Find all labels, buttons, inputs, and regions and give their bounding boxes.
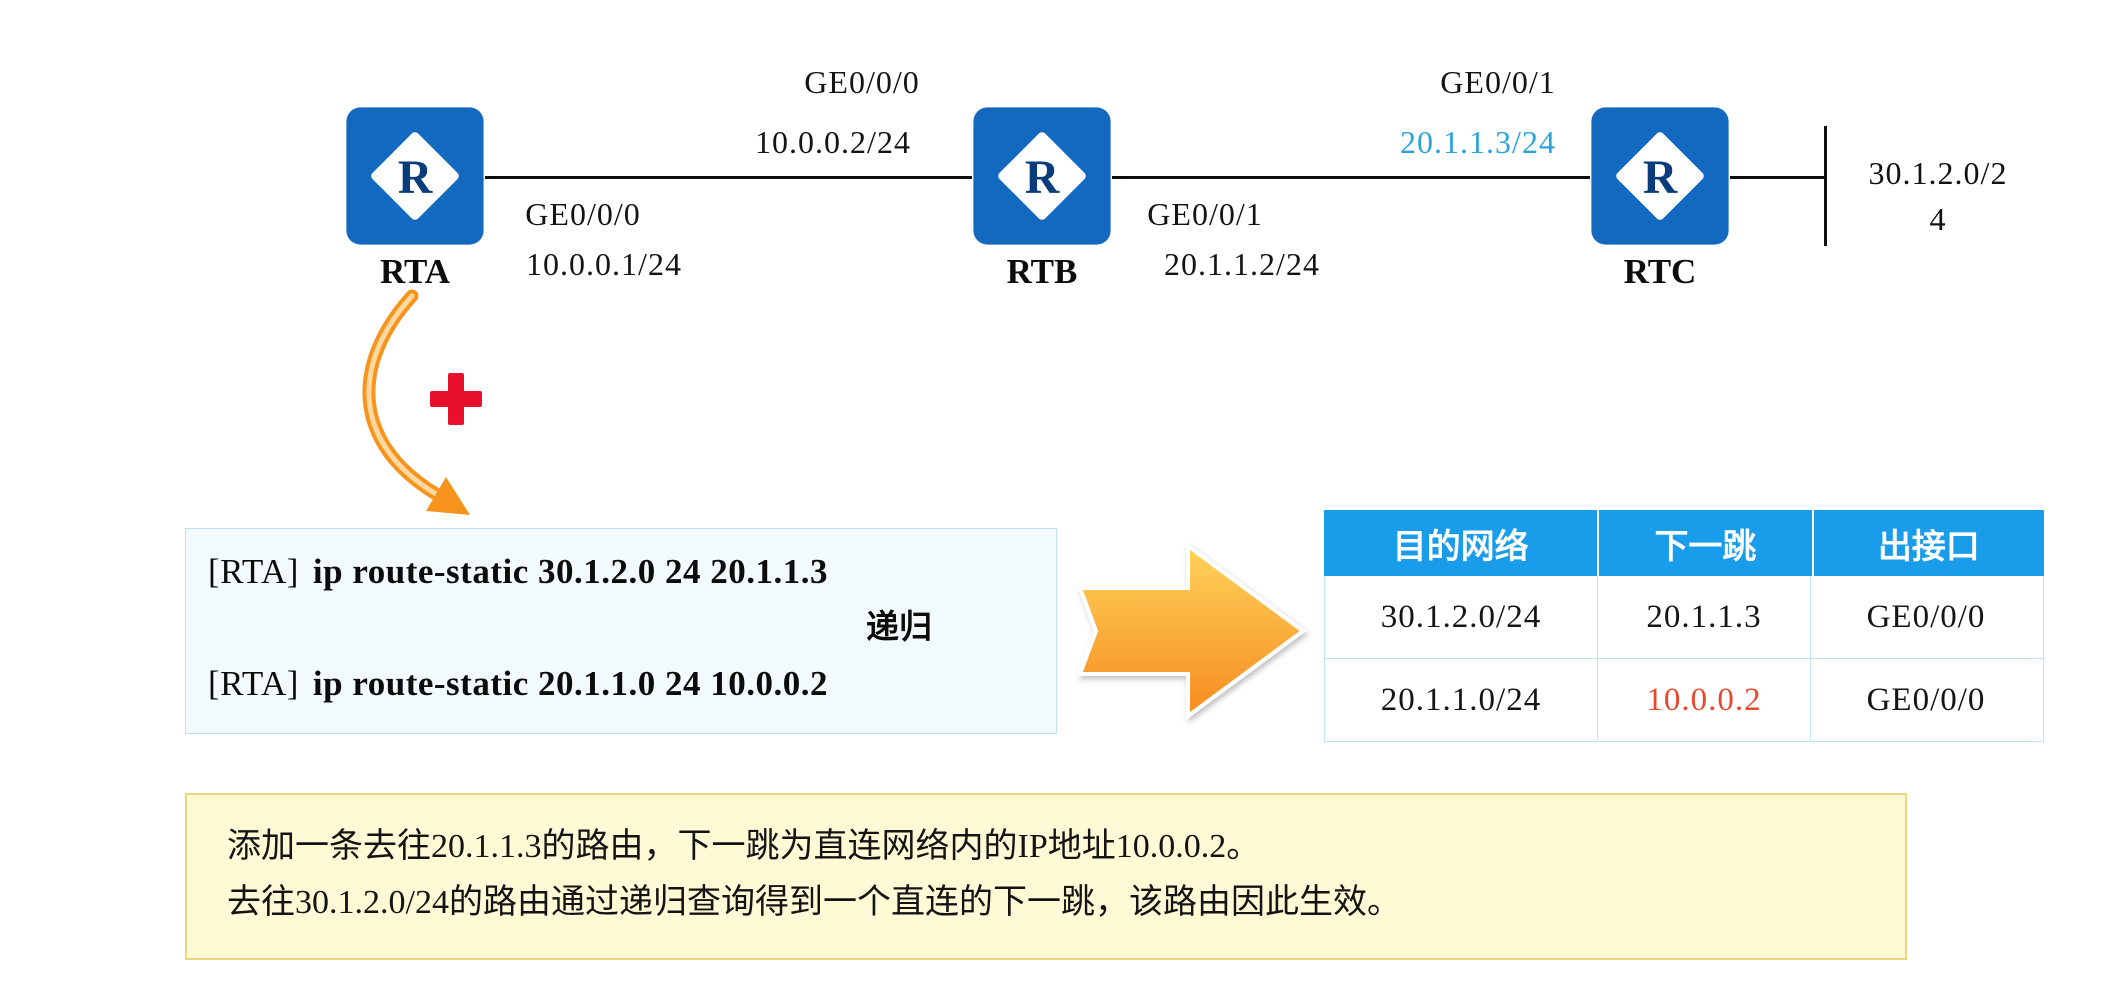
note-box: 添加一条去往20.1.1.3的路由，下一跳为直连网络内的IP地址10.0.0.2… [185,793,1907,960]
router-label-rtc: RTC [1623,252,1697,291]
cell-out-interface: GE0/0/0 [1810,659,2041,741]
cli-line-2: [RTA] ip route-static 20.1.1.0 24 10.0.0.… [208,664,828,704]
router-icon-diamond [998,132,1086,220]
cli-box [185,528,1057,734]
cli-prompt-1: [RTA] [208,552,299,591]
cell-out-interface: GE0/0/0 [1810,576,2041,658]
header-out-interface: 出接口 [1811,510,2044,576]
router-icon: R [1591,107,1729,245]
router-icon-rta: R [345,106,485,246]
stub-network-line2: 4 [1929,201,1947,237]
cli-prompt-2: [RTA] [208,664,299,703]
plus-icon [430,373,482,425]
router-icon-rtc: R [1590,106,1730,246]
routing-table-header: 目的网络 下一跳 出接口 [1324,510,2044,576]
router-icon-rtb: R [972,106,1112,246]
routing-table: 目的网络 下一跳 出接口 30.1.2.0/24 20.1.1.3 GE0/0/… [1324,510,2044,742]
router-icon-letter: R [1643,152,1678,204]
cell-destination: 30.1.2.0/24 [1380,598,1542,635]
interface-label-rta: GE0/0/0 [525,196,641,232]
interface-label-rtb-right: GE0/0/1 [1147,196,1263,232]
table-row: 30.1.2.0/24 20.1.1.3 GE0/0/0 [1325,576,2043,658]
router-label-rta: RTA [379,252,451,291]
router-icon-letter: R [1025,152,1060,204]
recursion-label: 递归 [866,610,932,646]
note-line-1: 添加一条去往20.1.1.3的路由，下一跳为直连网络内的IP地址10.0.0.2… [227,828,1261,865]
router-icon: R [346,107,484,245]
header-next-hop: 下一跳 [1597,510,1811,576]
stub-network-label: 30.1.2.0/2 4 [1838,150,2038,242]
ip-label-rta: 10.0.0.1/24 [526,246,682,282]
flow-arrow-icon [1077,542,1307,720]
cli-command-2: ip route-static 20.1.1.0 24 10.0.0.2 [312,664,828,703]
note-line-2: 去往30.1.2.0/24的路由通过递归查询得到一个直连的下一跳，该路由因此生效… [227,884,1401,921]
link-line-rta-rtb [485,176,972,179]
stub-network-terminator [1824,126,1827,246]
interface-label-rtc: GE0/0/1 [1440,64,1556,100]
header-destination-network: 目的网络 [1392,528,1529,566]
router-icon: R [973,107,1111,245]
router-icon-letter: R [398,152,433,204]
cli-line-1: [RTA] ip route-static 30.1.2.0 24 20.1.1.… [208,552,828,592]
router-icon-diamond [1616,132,1704,220]
ip-label-rtb-right: 20.1.1.2/24 [1164,246,1320,282]
link-line-rtc-stub [1730,176,1826,179]
link-line-rtb-rtc [1112,176,1590,179]
stub-network-line1: 30.1.2.0/2 [1868,155,2008,191]
cell-next-hop: 20.1.1.3 [1597,576,1810,658]
router-label-rtb: RTB [1006,252,1078,291]
cell-next-hop-recursive: 10.0.0.2 [1597,659,1810,741]
cli-command-1: ip route-static 30.1.2.0 24 20.1.1.3 [312,552,828,591]
router-icon-diamond [371,132,459,220]
cell-destination: 20.1.1.0/24 [1380,681,1542,718]
ip-label-rtc-highlighted: 20.1.1.3/24 [1400,124,1556,160]
interface-label-rtb-left: GE0/0/0 [804,64,920,100]
ip-label-rtb-left: 10.0.0.2/24 [755,124,911,160]
table-row: 20.1.1.0/24 10.0.0.2 GE0/0/0 [1325,658,2043,741]
routing-table-body: 30.1.2.0/24 20.1.1.3 GE0/0/0 20.1.1.0/24… [1324,576,2044,742]
